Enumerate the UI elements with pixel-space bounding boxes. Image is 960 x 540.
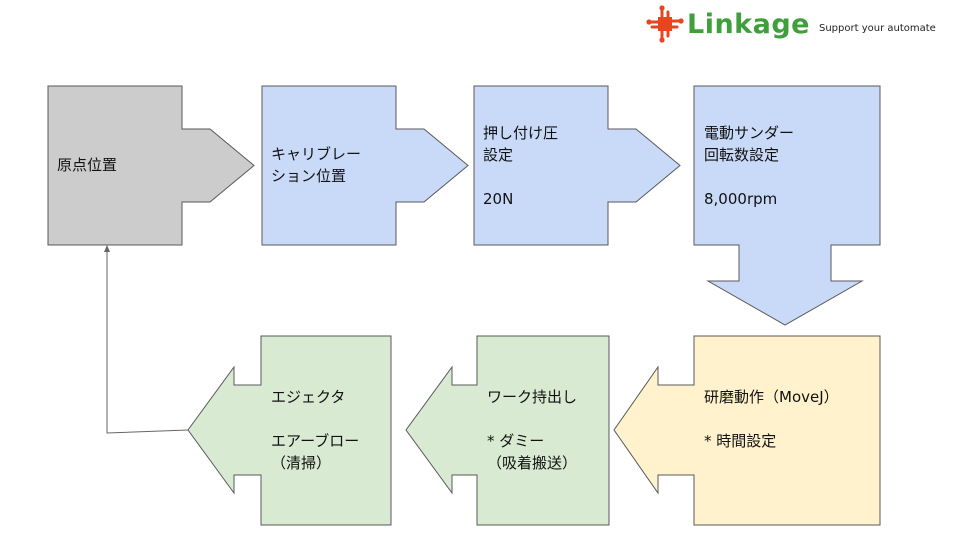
return-connector-line [106, 252, 189, 434]
node-home-label: 原点位置 [57, 156, 118, 174]
node-unload-shape [405, 335, 610, 526]
linkage-logo: Linkage Support your automate [645, 4, 936, 44]
node-polishing-label: 研磨動作（MoveJ） * 時間設定 [704, 388, 839, 450]
node-unload-label: ワーク持出し * ダミー （吸着搬送） [487, 388, 578, 472]
node-sander-label: 電動サンダー 回転数設定 8,000rpm [704, 124, 795, 208]
node-polishing-shape [613, 335, 881, 526]
node-pressing-shape [473, 85, 681, 246]
connector-arrowhead [104, 245, 110, 252]
node-ejector-shape [187, 335, 392, 526]
node-sander-shape [693, 85, 881, 326]
logo-name: Linkage [687, 8, 810, 40]
node-home-shape [47, 85, 255, 246]
node-pressing-label: 押し付け圧 設定 20N [483, 124, 559, 208]
node-calibration-shape [261, 85, 469, 246]
logo-tagline: Support your automate [819, 23, 936, 34]
node-ejector-label: エジェクタ エアーブロー （清掃） [271, 388, 360, 472]
node-calibration-label: キャリブレー ション位置 [271, 145, 362, 185]
circuit-chip-icon [646, 5, 684, 43]
